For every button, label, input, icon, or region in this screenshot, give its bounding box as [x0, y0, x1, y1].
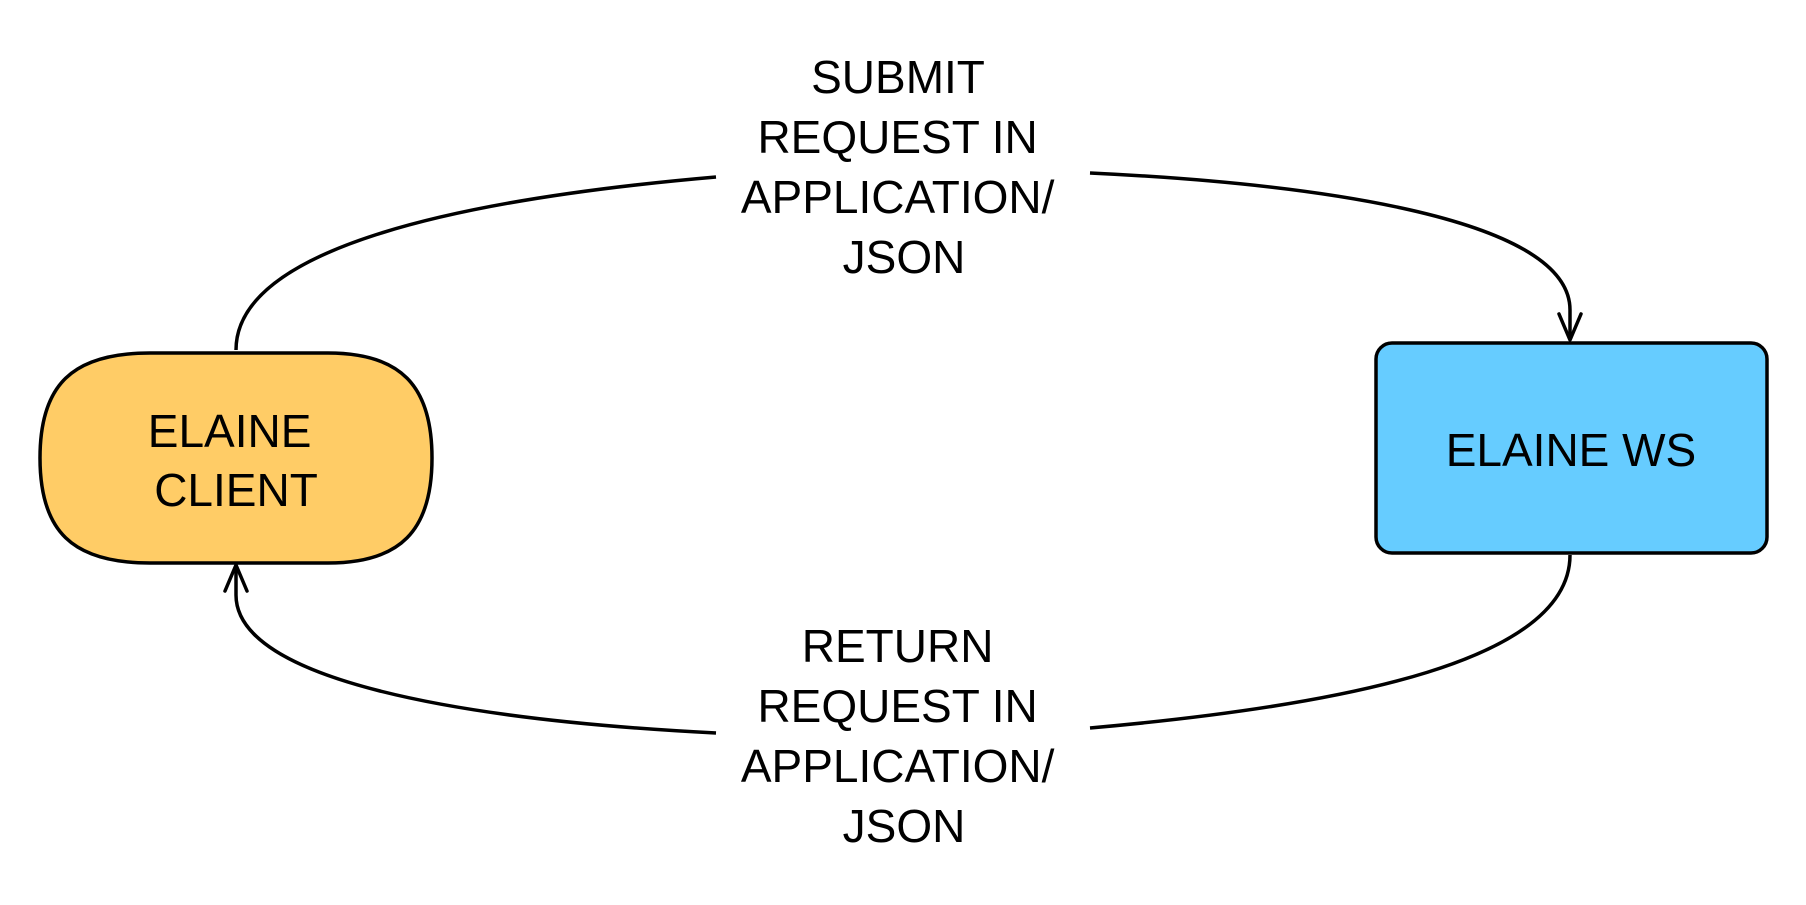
- submit-edge-label-line: APPLICATION/: [741, 171, 1055, 223]
- submit-arrowhead-icon: [1557, 312, 1583, 342]
- return-edge-label-line: RETURN: [802, 620, 994, 672]
- return-edge-line: [1089, 554, 1572, 730]
- return-edge-line-continued: [234, 567, 717, 735]
- submit-edge-line: [234, 175, 717, 351]
- server-node-shape: [1374, 341, 1769, 555]
- submit-edge-label-line: SUBMIT: [811, 51, 985, 103]
- return-arrowhead-icon: [223, 563, 249, 593]
- submit-edge-label: SUBMIT REQUEST IN APPLICATION/ JSON: [741, 51, 1067, 283]
- client-node-shape: [38, 351, 434, 565]
- client-node-label-line: CLIENT: [154, 464, 318, 516]
- client-node-label: ELAINE CLIENT: [148, 405, 324, 516]
- return-edge-label-line: REQUEST IN: [757, 680, 1037, 732]
- return-edge-label-line: APPLICATION/: [741, 740, 1055, 792]
- server-node-label: ELAINE WS: [1446, 424, 1697, 476]
- client-node-label-line: ELAINE: [148, 405, 312, 457]
- submit-edge-label-line: JSON: [843, 231, 966, 283]
- return-edge-label-line: JSON: [843, 800, 966, 852]
- submit-edge-label-line: REQUEST IN: [757, 111, 1037, 163]
- server-node-label-line: ELAINE WS: [1446, 424, 1697, 476]
- return-edge-label: RETURN REQUEST IN APPLICATION/ JSON: [741, 620, 1067, 852]
- submit-edge-line-continued: [1089, 171, 1572, 338]
